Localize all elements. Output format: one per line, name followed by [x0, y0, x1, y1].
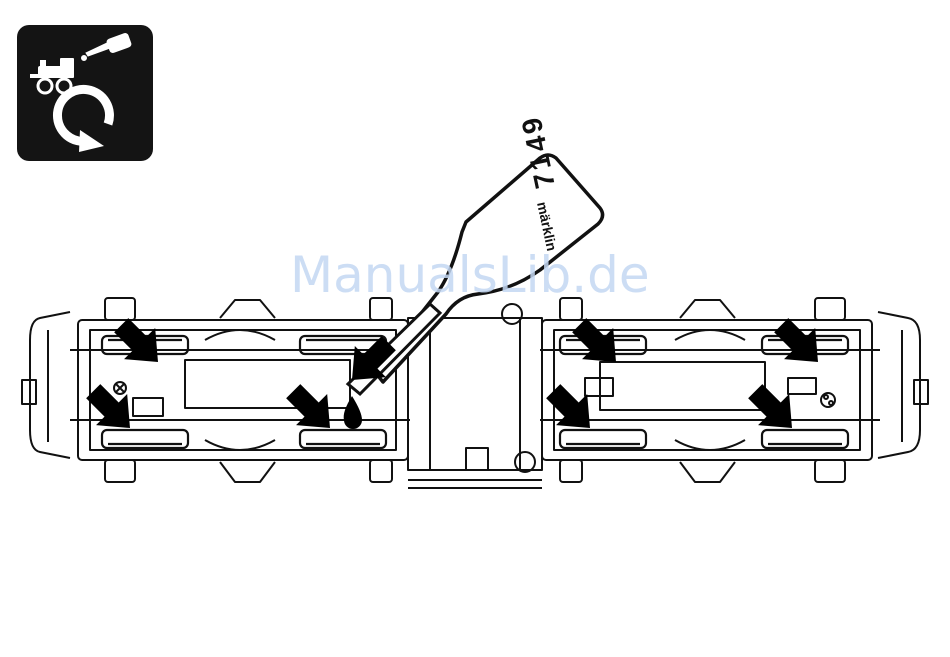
arrow-down-right-2 [278, 376, 346, 444]
locomotive-oil-rotate-icon [17, 25, 153, 161]
oil-drop [344, 396, 362, 429]
arrow-down-right-1 [78, 376, 146, 444]
arrow-down-right-3 [538, 376, 606, 444]
